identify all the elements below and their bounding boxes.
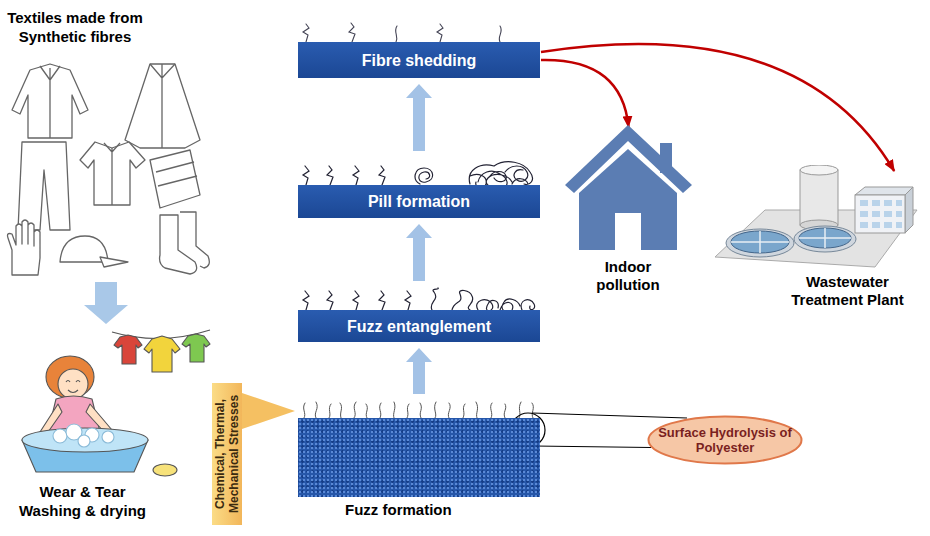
soap-bubbles (102, 431, 114, 443)
glove (8, 220, 41, 275)
hanging-shirt (114, 335, 142, 364)
house-icon (615, 213, 641, 250)
folded-cloth-fold (156, 162, 197, 186)
house-node: Indoor pollution (565, 125, 692, 295)
treatment-plant-icon (860, 222, 868, 228)
stage-bar: Fibre shedding (298, 42, 540, 78)
treatment-plant-icon (799, 228, 851, 248)
fuzz-fibres (304, 402, 534, 418)
hair (46, 356, 94, 398)
treatment-plant-icon (905, 187, 913, 233)
bar-node: Fibre shedding (298, 18, 540, 78)
shirt (80, 142, 145, 205)
treatment-plant-icon (896, 211, 902, 217)
node-text: Wastewater Treatment Plant (780, 273, 915, 309)
icon-caption: Wastewater Treatment Plant (780, 273, 915, 309)
flow-arrow (84, 282, 128, 324)
jacket-zip (40, 66, 60, 138)
treatment-plant-icon (884, 200, 892, 206)
treatment-plant-icon (860, 200, 868, 206)
stress-arrow (242, 393, 295, 429)
house-icon (579, 149, 677, 250)
node-text: Fuzz entanglement (347, 317, 491, 336)
ellipse-text-wrap: Surface Hydrolysis of Polyester (655, 425, 795, 455)
stage-bar: Pill formation (298, 185, 540, 218)
treatment-plant-icon (884, 211, 892, 217)
treatment-plant-icon (799, 228, 851, 248)
fabric-swatch (298, 418, 540, 497)
treatment-plant-icon (872, 222, 880, 228)
fuzz-fibres (303, 23, 535, 418)
sock (180, 212, 209, 268)
node-text: Fibre shedding (362, 51, 477, 70)
coat-line (150, 64, 175, 148)
treatment-plant-icon (794, 226, 856, 252)
icon-caption: Indoor pollution (578, 258, 678, 294)
face (58, 369, 88, 399)
treatment-plant-icon (731, 231, 789, 253)
stage-bar: Fuzz entanglement (298, 310, 540, 342)
jacket (12, 64, 88, 138)
hanging-shirt (144, 336, 180, 372)
hanging-shirt (182, 334, 210, 362)
treatment-plant-icon (884, 222, 892, 228)
cap-brim (100, 257, 128, 267)
clothing-illustration (8, 64, 210, 275)
treatment-plant-icon (705, 165, 925, 273)
node-text: Indoor pollution (578, 258, 678, 294)
pollution-arrow (541, 44, 894, 171)
ellipse-node: Surface Hydrolysis of Polyester (647, 415, 803, 465)
band-node: Chemical, Thermal, Mechanical Stresses (212, 383, 242, 525)
band-label: Chemical, Thermal, Mechanical Stresses (213, 386, 241, 522)
treatment-plant-icon (800, 165, 838, 175)
house-icon (660, 143, 672, 173)
house-icon (565, 125, 692, 250)
washing-illustration (22, 330, 210, 476)
pollution-arrow (541, 60, 629, 127)
process-arrow (406, 348, 432, 394)
face-features (66, 381, 80, 393)
process-arrow (406, 84, 432, 151)
process-arrow (406, 224, 432, 281)
treatment-plant-icon (860, 200, 902, 228)
ellipse-label: Surface Hydrolysis of Polyester (647, 415, 803, 465)
treatment-plant-icon (896, 200, 902, 206)
entangled-fibres (303, 288, 535, 312)
shed-fibres (303, 23, 501, 42)
soap-bar (153, 464, 177, 476)
node-text: Pill formation (368, 192, 470, 211)
treatment-plant-icon (872, 200, 880, 206)
text-label: Textiles made from Synthetic fibres (0, 8, 150, 46)
treatment-plant-icon (860, 211, 868, 217)
treatment-plant-icon (855, 187, 913, 195)
treatment-plant-icon (731, 231, 789, 253)
ellipse-outline (649, 417, 802, 464)
shirt-placket (104, 143, 120, 205)
tub-rim (22, 428, 148, 452)
coat (125, 64, 200, 148)
treatment-plant-icon (726, 229, 794, 257)
folded-cloth (150, 150, 200, 208)
trousers (18, 142, 70, 230)
treatment-plant-icon (896, 222, 902, 228)
node-text: Chemical, Thermal, Mechanical Stresses (213, 386, 241, 522)
soap-bubbles (53, 424, 114, 447)
treatment-plant-icon (855, 195, 905, 233)
bar-node: Pill formation (298, 155, 540, 218)
text-label: Wear & Tear Washing & drying (10, 482, 155, 520)
node-text: Surface Hydrolysis of Polyester (655, 425, 795, 455)
plant-node: Wastewater Treatment Plant (705, 165, 925, 305)
fabric-node: Fuzz formation (298, 398, 540, 522)
soap-bubbles (78, 435, 90, 447)
bar-node: Fuzz entanglement (298, 285, 540, 342)
treatment-plant-icon (800, 170, 838, 225)
soap-bubbles (53, 429, 67, 443)
treatment-plant-icon (872, 211, 880, 217)
fabric-caption: Fuzz formation (345, 501, 452, 519)
node-text: Fuzz formation (345, 501, 452, 519)
